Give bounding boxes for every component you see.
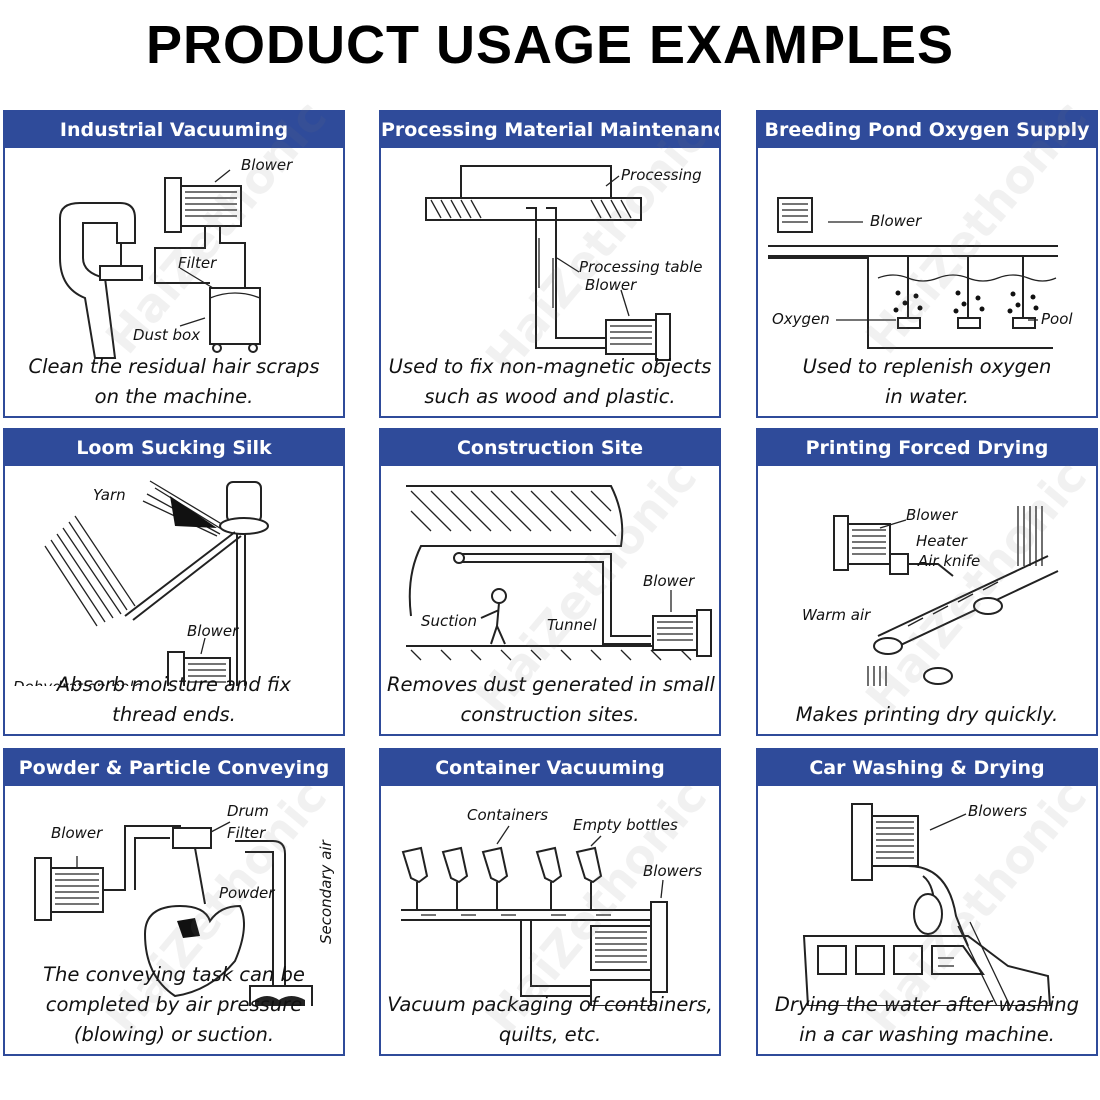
panel-title: Loom Sucking Silk — [5, 430, 343, 466]
panel-processing-material: Processing Material Maintenance Processi… — [379, 110, 721, 418]
label-blowers: Blowers — [968, 802, 1027, 820]
panel-title: Breeding Pond Oxygen Supply — [758, 112, 1096, 148]
panel-caption: Makes printing dry quickly. — [795, 703, 1059, 726]
panel-title: Industrial Vacuuming — [5, 112, 343, 148]
panel-title: Printing Forced Drying — [758, 430, 1096, 466]
label-processing: Processing — [621, 166, 702, 184]
label-dust-box: Dust box — [133, 326, 200, 344]
label-blower: Blower — [187, 622, 239, 640]
panel-caption: Removes dust generated in small construc… — [387, 673, 715, 726]
panel-caption: Clean the residual hair scraps on the ma… — [28, 355, 320, 408]
label-warm-air: Warm air — [802, 606, 871, 624]
powder-conveying-illustration: Drum Filter Blower Powder Secondary air — [34, 802, 335, 1006]
label-filter: Filter — [227, 824, 266, 842]
label-blower: Blower — [643, 572, 695, 590]
container-vacuuming-illustration: Containers Empty bottles Blowers — [401, 806, 702, 1006]
label-powder: Powder — [219, 884, 275, 902]
label-drum: Drum — [227, 802, 269, 820]
loom-sucking-silk-illustration: Yarn Blower Dehydration hole — [13, 480, 269, 686]
panel-loom-sucking-silk: Loom Sucking Silk Yarn Blower Dehydratio… — [3, 428, 345, 736]
label-oxygen: Oxygen — [772, 310, 830, 328]
page-title: PRODUCT USAGE EXAMPLES — [145, 15, 955, 75]
label-blower: Blower — [906, 506, 958, 524]
panel-container-vacuuming: Container Vacuuming Containers Empty bot… — [379, 748, 721, 1056]
label-pool: Pool — [1041, 310, 1073, 328]
label-heater: Heater — [916, 532, 968, 550]
panel-caption: Absorb moisture and fix thread ends. — [56, 673, 292, 726]
processing-material-illustration: Processing Processing table Blower — [425, 165, 702, 361]
label-yarn: Yarn — [93, 486, 126, 504]
label-blower: Blower — [241, 156, 293, 174]
panel-title: Container Vacuuming — [381, 750, 719, 786]
industrial-vacuuming-illustration: Blower Filter Dust box — [59, 156, 293, 359]
label-blowers: Blowers — [643, 862, 702, 880]
label-dehydration-hole: Dehydration hole — [13, 678, 143, 686]
label-processing-table: Processing table — [579, 258, 702, 276]
panel-caption: Drying the water after washing in a car … — [774, 993, 1080, 1046]
label-blower: Blower — [870, 212, 922, 230]
label-tunnel: Tunnel — [547, 616, 597, 634]
label-empty-bottles: Empty bottles — [573, 816, 678, 834]
label-suction: Suction — [421, 612, 477, 630]
panel-industrial-vacuuming: Industrial Vacuuming Blower Filter Dust … — [3, 110, 345, 418]
panel-title: Processing Material Maintenance — [381, 112, 719, 148]
panel-caption: Used to fix non-magnetic objects such as… — [388, 355, 712, 408]
construction-site-illustration: Blower Suction Tunnel — [406, 485, 712, 661]
panel-caption: The conveying task can be completed by a… — [43, 963, 305, 1046]
printing-forced-drying-illustration: Blower Heater Air knife Warm air — [802, 506, 1059, 686]
label-containers: Containers — [467, 806, 548, 824]
label-filter: Filter — [178, 254, 217, 272]
panel-construction-site: Construction Site Blower Suction Tunnel … — [379, 428, 721, 736]
panel-caption: Vacuum packaging of containers, quilts, … — [387, 993, 713, 1046]
car-washing-drying-illustration: Blowers — [802, 802, 1052, 1006]
panel-breeding-pond: Breeding Pond Oxygen Supply Blower Oxyge… — [756, 110, 1098, 418]
panel-powder-conveying: Powder & Particle Conveying Drum Filter … — [3, 748, 345, 1056]
panel-car-washing-drying: Car Washing & Drying Blowers Drying the … — [756, 748, 1098, 1056]
label-secondary-air: Secondary air — [317, 839, 335, 944]
label-blower: Blower — [585, 276, 637, 294]
panel-title: Powder & Particle Conveying — [5, 750, 343, 786]
panel-caption: Used to replenish oxygen in water. — [802, 355, 1052, 408]
panel-title: Car Washing & Drying — [758, 750, 1096, 786]
panel-printing-forced-drying: Printing Forced Drying Blower Heater Air… — [756, 428, 1098, 736]
label-air-knife: Air knife — [917, 552, 980, 570]
panel-title: Construction Site — [381, 430, 719, 466]
label-blower: Blower — [51, 824, 103, 842]
breeding-pond-illustration: Blower Oxygen Pool — [768, 197, 1073, 349]
